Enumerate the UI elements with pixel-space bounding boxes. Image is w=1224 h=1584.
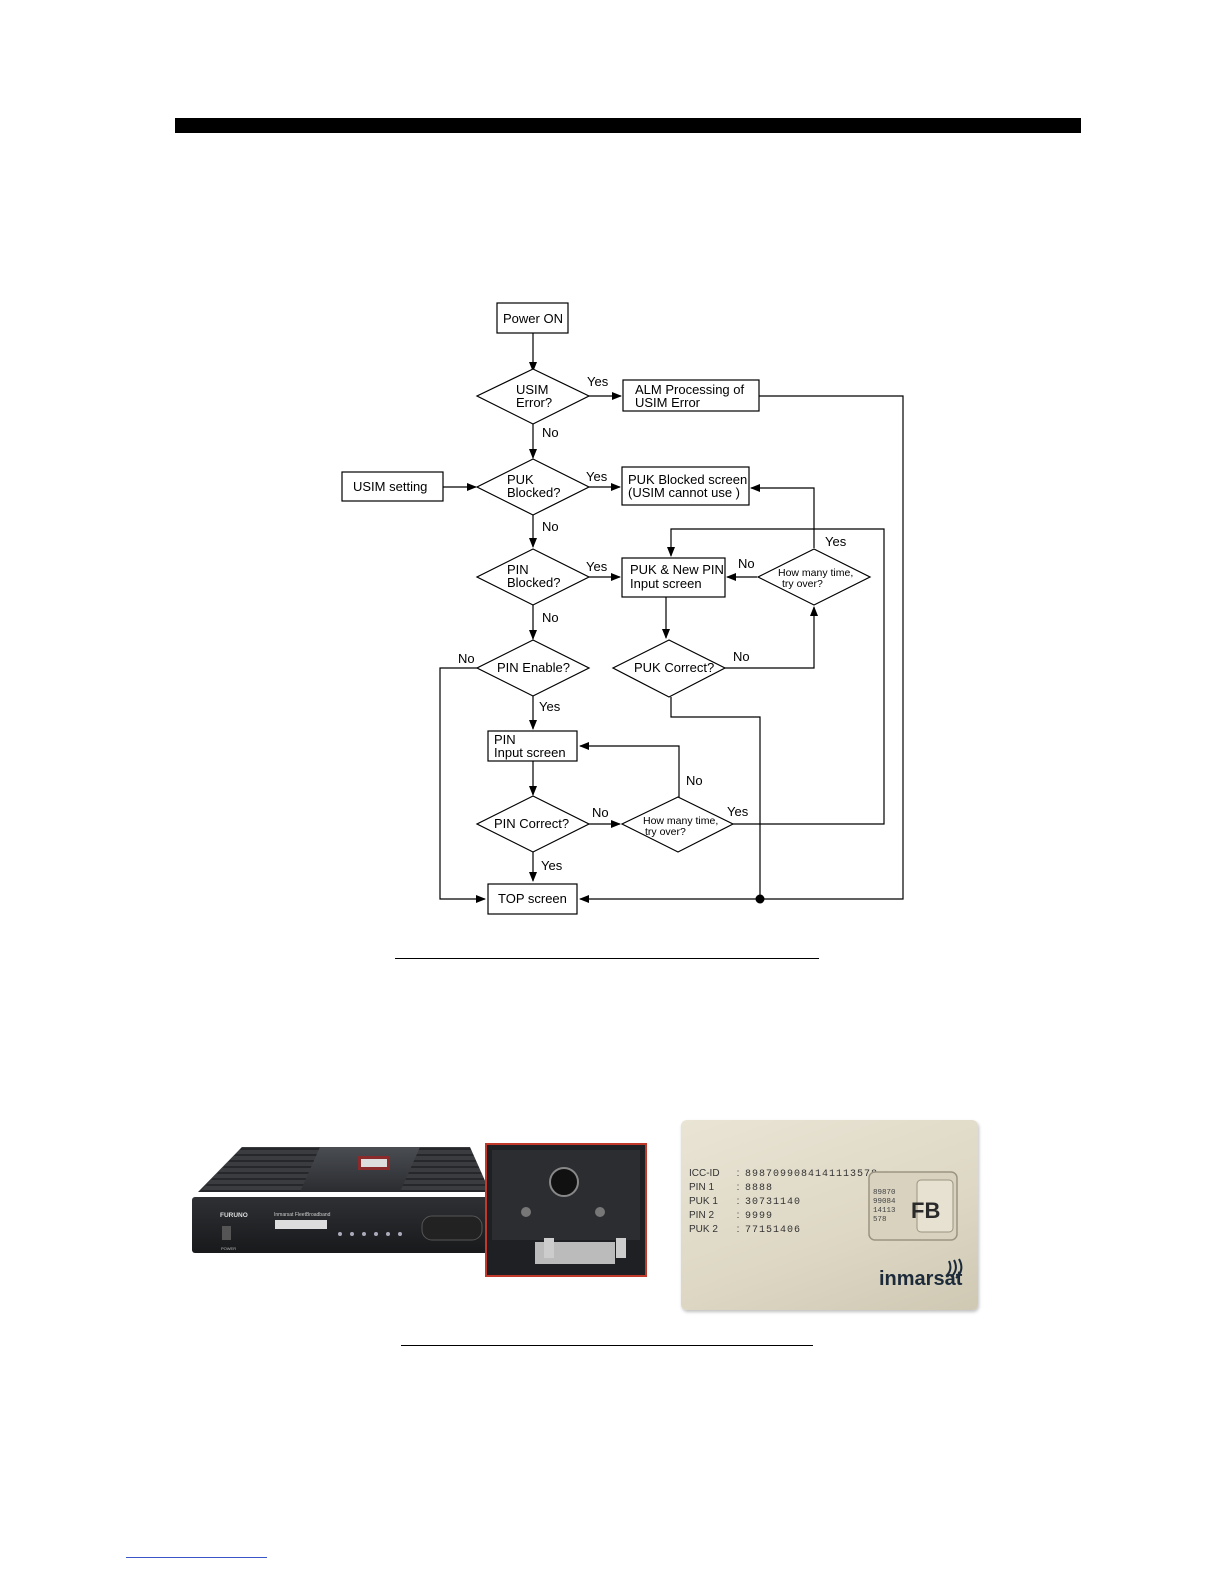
decision-puk-correct: PUK Correct? bbox=[611, 639, 727, 698]
label-no: No bbox=[733, 649, 750, 664]
sim-row-pin1: PIN 1:8888 bbox=[689, 1182, 774, 1194]
svg-text:USIM Error: USIM Error bbox=[635, 395, 701, 410]
svg-text:Blocked?: Blocked? bbox=[507, 575, 560, 590]
label-no: No bbox=[686, 773, 703, 788]
usim-flowchart: Power ON USIM Error? ALM Processing of U… bbox=[341, 302, 904, 915]
figure-caption-rule bbox=[395, 958, 819, 959]
svg-text:How many time,: How many time, bbox=[778, 567, 853, 579]
node-puk-blocked-screen: PUK Blocked screen (USIM cannot use ) bbox=[621, 466, 750, 506]
node-usim-setting: USIM setting bbox=[341, 471, 444, 502]
svg-text:PUK: PUK bbox=[507, 472, 534, 487]
svg-text:try over?: try over? bbox=[645, 826, 686, 838]
sim-chip: 89870 99084 14113 578 FB bbox=[868, 1171, 958, 1241]
label-yes: Yes bbox=[541, 858, 563, 873]
inmarsat-signal-icon bbox=[945, 1258, 963, 1279]
sim-row-icc-id: ICC-ID:8987099084141113578 bbox=[689, 1168, 879, 1180]
decision-pin-blocked: PIN Blocked? bbox=[475, 548, 591, 606]
svg-text:Input screen: Input screen bbox=[630, 576, 702, 591]
node-alm-processing: ALM Processing of USIM Error bbox=[622, 379, 760, 412]
power-label: POWER bbox=[221, 1246, 236, 1251]
svg-text:Error?: Error? bbox=[516, 395, 552, 410]
svg-text:(USIM cannot use ): (USIM cannot use ) bbox=[628, 485, 740, 500]
header-rule bbox=[175, 118, 1081, 133]
label-yes: Yes bbox=[586, 559, 608, 574]
figure-caption-rule-2 bbox=[401, 1345, 813, 1346]
svg-text:PUK Correct?: PUK Correct? bbox=[634, 660, 714, 675]
fb-logo: FB bbox=[911, 1198, 940, 1223]
footer-link-underline[interactable] bbox=[126, 1557, 267, 1558]
flow-labels: Yes No Yes No Yes No No Yes No No Yes Ye… bbox=[458, 374, 847, 873]
label-no: No bbox=[542, 425, 559, 440]
svg-text:PIN: PIN bbox=[507, 562, 529, 577]
label-no: No bbox=[592, 805, 609, 820]
decision-how-many-time-pin: How many time, try over? bbox=[620, 796, 735, 853]
svg-text:How many time,: How many time, bbox=[643, 815, 718, 827]
svg-text:USIM: USIM bbox=[516, 382, 549, 397]
decision-puk-blocked: PUK Blocked? bbox=[475, 458, 591, 516]
node-top-screen: TOP screen bbox=[487, 883, 578, 915]
decision-usim-error: USIM Error? bbox=[475, 368, 591, 425]
svg-text:ALM Processing of: ALM Processing of bbox=[635, 382, 744, 397]
svg-text:PIN Enable?: PIN Enable? bbox=[497, 660, 570, 675]
decision-pin-enable: PIN Enable? bbox=[475, 639, 591, 697]
node-pin-input-screen: PIN Input screen bbox=[487, 730, 578, 762]
svg-text:Power ON: Power ON bbox=[503, 311, 563, 326]
svg-text:PIN: PIN bbox=[494, 732, 516, 747]
svg-text:USIM setting: USIM setting bbox=[353, 479, 427, 494]
svg-text:89870: 89870 bbox=[873, 1189, 896, 1197]
label-no: No bbox=[738, 556, 755, 571]
sim-row-puk1: PUK 1:30731140 bbox=[689, 1196, 802, 1208]
device-brand: FURUNO bbox=[220, 1212, 248, 1219]
sim-row-pin2: PIN 2:9999 bbox=[689, 1210, 774, 1222]
label-yes: Yes bbox=[727, 804, 749, 819]
label-no: No bbox=[458, 651, 475, 666]
label-no: No bbox=[542, 610, 559, 625]
svg-text:try over?: try over? bbox=[782, 578, 823, 590]
decision-how-many-time-puk: How many time, try over? bbox=[756, 548, 872, 606]
svg-text:TOP screen: TOP screen bbox=[498, 891, 567, 906]
decision-pin-correct: PIN Correct? bbox=[475, 795, 591, 853]
label-yes: Yes bbox=[587, 374, 609, 389]
label-yes: Yes bbox=[825, 534, 847, 549]
inmarsat-logo: inmarsat bbox=[879, 1268, 963, 1290]
node-power-on: Power ON bbox=[496, 302, 569, 334]
label-yes: Yes bbox=[586, 469, 608, 484]
usim-card-photo: ICC-ID:8987099084141113578 PIN 1:8888 PU… bbox=[681, 1120, 978, 1310]
svg-text:PIN Correct?: PIN Correct? bbox=[494, 816, 569, 831]
svg-text:14113: 14113 bbox=[873, 1207, 896, 1215]
sim-row-puk2: PUK 2:77151406 bbox=[689, 1224, 802, 1236]
label-yes: Yes bbox=[539, 699, 561, 714]
flow-connectors bbox=[439, 333, 904, 904]
svg-text:Input screen: Input screen bbox=[494, 745, 566, 760]
svg-text:PUK & New PIN: PUK & New PIN bbox=[630, 562, 724, 577]
svg-text:578: 578 bbox=[873, 1216, 887, 1224]
svg-text:PUK Blocked screen: PUK Blocked screen bbox=[628, 472, 747, 487]
device-model: Inmarsat FleetBroadband bbox=[274, 1212, 331, 1218]
svg-text:Blocked?: Blocked? bbox=[507, 485, 560, 500]
terminal-unit-photo: POWER FURUNO Inmarsat FleetBroadband bbox=[192, 1143, 647, 1277]
node-puk-new-pin-input: PUK & New PIN Input screen bbox=[621, 557, 726, 598]
label-no: No bbox=[542, 519, 559, 534]
svg-text:99084: 99084 bbox=[873, 1198, 896, 1206]
